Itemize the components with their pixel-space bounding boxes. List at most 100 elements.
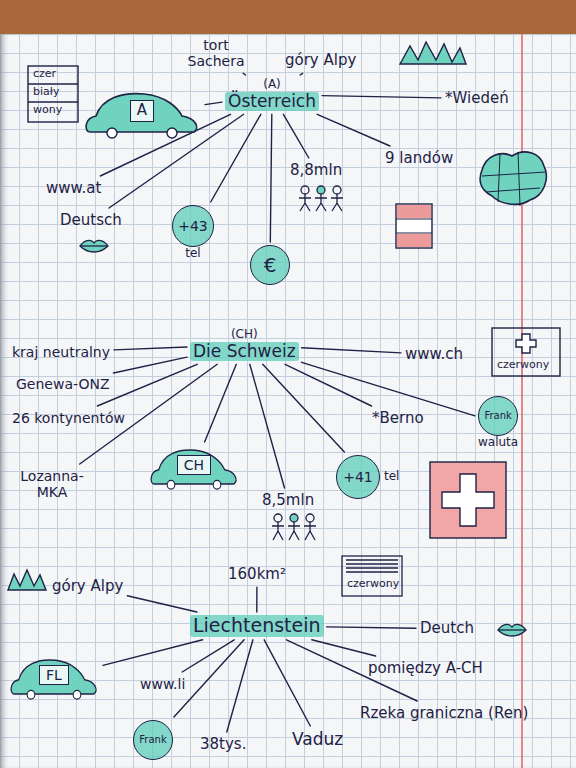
stick-figures <box>272 186 343 540</box>
stick-figures <box>331 194 343 211</box>
leader-line <box>283 114 308 158</box>
circle-badge: +43 <box>172 205 214 247</box>
note-label: 9 landów <box>385 150 453 167</box>
circle-badge: Frank <box>133 720 173 760</box>
note-label: Vaduz <box>292 730 343 750</box>
leader-line <box>182 640 234 672</box>
badge-text: Frank <box>139 734 166 746</box>
badge-caption: waluta <box>478 436 518 450</box>
leader-line <box>327 627 416 628</box>
flag-box <box>28 66 78 122</box>
austria-flag <box>396 233 432 234</box>
austria-flag <box>396 204 432 248</box>
note-label: 160km² <box>228 566 286 583</box>
note-label: Deutch <box>420 620 474 637</box>
note-label: góry Alpy <box>285 52 356 69</box>
connector <box>302 362 475 416</box>
topic-title: Österreich <box>225 92 319 112</box>
note-label: 38tys. <box>200 736 246 753</box>
note-label: wony <box>33 104 62 117</box>
car-node: A <box>82 88 202 140</box>
mountains <box>400 42 466 64</box>
note-label: czerwony <box>497 359 549 372</box>
circle-node: Frank <box>133 720 173 760</box>
connector <box>205 102 222 105</box>
car-wheel <box>213 480 221 489</box>
connector <box>211 114 261 202</box>
stick-figures <box>301 186 309 194</box>
topic-title: Liechtenstein <box>190 615 324 637</box>
note-label: 26 kontynentów <box>12 410 125 426</box>
country-code: (CH) <box>231 328 258 342</box>
austria-map <box>482 152 546 206</box>
car-body <box>86 94 197 132</box>
austria-flag <box>396 204 432 248</box>
note-label: *Wiedeń <box>445 90 509 107</box>
lips <box>80 240 108 252</box>
leader-line <box>97 364 197 406</box>
stick-figures <box>288 522 300 540</box>
car-wheel <box>167 480 175 489</box>
lips <box>80 245 108 246</box>
circle-badge: +41 <box>336 455 380 499</box>
connector <box>103 640 203 666</box>
badge-caption: tel <box>384 470 399 484</box>
note-label: pomiędzy A-CH <box>368 660 483 677</box>
stick-figures <box>306 514 314 522</box>
note-label: kraj neutralny <box>12 344 110 360</box>
connector <box>263 364 345 452</box>
note-label: Deutsch <box>60 212 122 229</box>
liechtenstein-flag-box <box>342 556 402 596</box>
leader-line <box>256 587 258 612</box>
connector <box>205 364 237 442</box>
austria-flag <box>396 219 432 220</box>
swiss-flag <box>430 462 506 538</box>
note-label: czer <box>33 68 56 81</box>
liechtenstein-flag-box <box>346 560 398 572</box>
leader-line <box>114 347 187 350</box>
country-plate: A <box>130 100 154 121</box>
margin-line <box>521 34 523 768</box>
badge-text: +41 <box>343 469 373 485</box>
leader-line <box>302 348 401 353</box>
car-node: FL <box>8 655 100 701</box>
leader-line <box>227 640 253 732</box>
flag-box <box>28 83 78 84</box>
leader-line <box>317 114 390 146</box>
note-label: Rzeka graniczna (Ren) <box>360 705 528 722</box>
leader-line <box>300 73 303 75</box>
stick-figures <box>304 522 316 540</box>
lips <box>498 624 526 636</box>
car-wheel <box>107 128 117 138</box>
circle-badge: € <box>250 245 290 285</box>
leader-line <box>322 96 441 98</box>
stick-figures <box>299 194 311 211</box>
leader-line <box>312 640 376 656</box>
car-node: CH <box>148 445 240 491</box>
austria-map <box>480 152 546 204</box>
austria-map <box>480 152 546 206</box>
car-body <box>11 660 96 694</box>
car-wheel <box>73 690 81 699</box>
stick-figures <box>333 186 341 194</box>
leader-line <box>127 596 197 612</box>
leader-line <box>250 364 285 488</box>
swiss-flag-box <box>492 328 560 376</box>
margin-line <box>522 34 523 768</box>
swiss-flag-box <box>492 328 560 376</box>
circle-node: Frankwaluta <box>478 396 518 450</box>
car-wheel <box>167 128 177 138</box>
note-label: Genewa-ONZ <box>16 376 110 392</box>
leader-line <box>264 640 310 726</box>
car-body <box>151 450 236 484</box>
flag-box <box>28 101 78 102</box>
mountains <box>8 570 46 590</box>
topic-node: (CH)Die Schweiz <box>190 328 299 361</box>
connector <box>270 114 272 242</box>
lips <box>498 629 526 630</box>
badge-caption: tel <box>185 247 200 261</box>
note-label: www.li <box>140 676 185 692</box>
leader-line <box>114 357 188 373</box>
stick-figures <box>272 522 284 540</box>
austria-flag <box>397 205 431 218</box>
